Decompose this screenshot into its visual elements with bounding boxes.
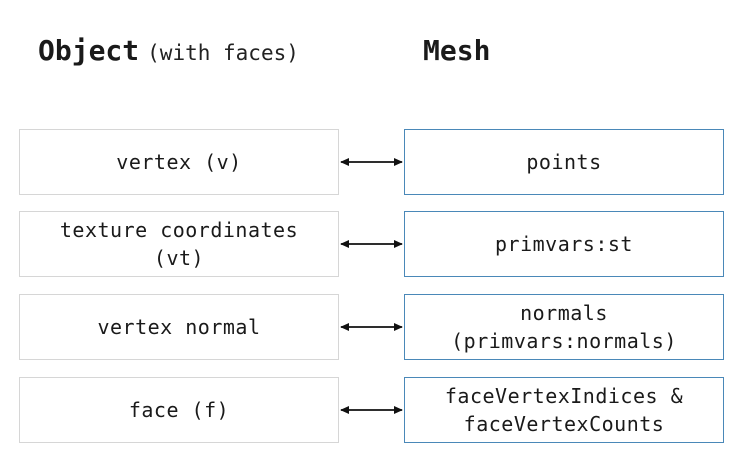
object-box-vertex-normal: vertex normal: [19, 294, 339, 360]
mesh-heading: Mesh: [423, 34, 490, 67]
object-box-face: face (f): [19, 377, 339, 443]
mesh-box-primvars-st: primvars:st: [404, 211, 724, 277]
object-heading-subtitle: (with faces): [147, 41, 299, 65]
object-label-texture-coordinates: texture coordinates (vt): [59, 218, 299, 270]
mesh-box-normals: normals (primvars:normals): [404, 294, 724, 360]
mesh-heading-title: Mesh: [423, 34, 491, 67]
object-heading: Object (with faces): [38, 34, 299, 67]
object-box-vertex: vertex (v): [19, 129, 339, 195]
object-box-texture-coordinates: texture coordinates (vt): [19, 211, 339, 277]
mesh-label-points: points: [526, 150, 602, 174]
mesh-label-face-vertex: faceVertexIndices & faceVertexCounts: [444, 384, 684, 436]
mesh-label-primvars-st: primvars:st: [495, 232, 633, 256]
mesh-label-normals: normals (primvars:normals): [451, 301, 677, 353]
object-heading-title: Object: [38, 34, 140, 67]
object-label-vertex: vertex (v): [116, 150, 242, 174]
mesh-box-points: points: [404, 129, 724, 195]
mesh-box-face-vertex: faceVertexIndices & faceVertexCounts: [404, 377, 724, 443]
object-label-face: face (f): [128, 398, 230, 422]
object-label-vertex-normal: vertex normal: [97, 315, 261, 339]
